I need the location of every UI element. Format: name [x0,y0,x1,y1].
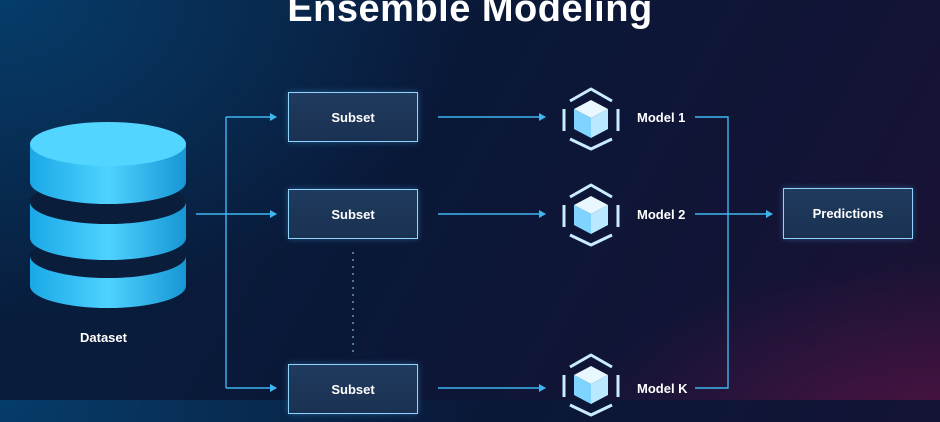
connector-lines [196,113,773,392]
predictions-box: Predictions [783,188,913,239]
cube-icon [560,183,622,252]
subset-box-k: Subset [288,364,418,414]
dataset-label: Dataset [80,330,127,345]
subset-box-1: Subset [288,92,418,142]
model-label-1: Model 1 [637,110,686,125]
merge-from-model-1 [695,116,729,389]
database-icon [28,118,188,323]
model-label-2: Model 2 [637,207,686,222]
cube-icon [560,87,622,156]
diagram-title: Ensemble Modeling [287,0,653,30]
subset-box-2: Subset [288,189,418,239]
cube-icon [560,353,622,422]
model-label-k: Model K [637,381,688,396]
